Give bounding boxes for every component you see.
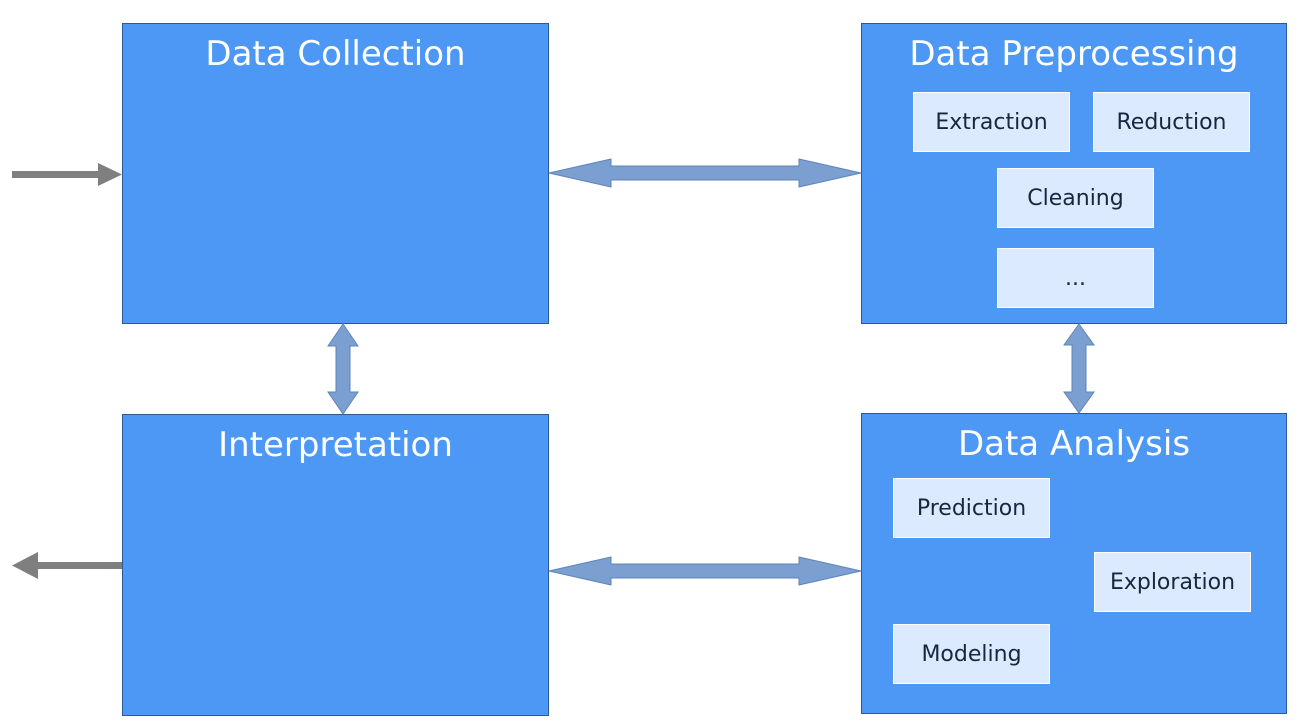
reduction-chip: Reduction — [1093, 92, 1250, 152]
data-analysis-box: Data Analysis Prediction Exploration Mod… — [861, 413, 1287, 714]
interpretation-box: Interpretation — [122, 414, 549, 716]
preprocessing-analysis-connector — [1063, 323, 1095, 414]
extraction-chip: Extraction — [913, 92, 1070, 152]
data-collection-box: Data Collection — [122, 23, 549, 324]
modeling-chip: Modeling — [893, 624, 1050, 684]
output-arrow — [12, 552, 122, 579]
collection-preprocessing-connector — [548, 158, 862, 188]
data-collection-title: Data Collection — [205, 34, 466, 74]
ellipsis-chip: ... — [997, 248, 1154, 308]
data-preprocessing-title: Data Preprocessing — [909, 34, 1239, 74]
cleaning-chip: Cleaning — [997, 168, 1154, 228]
collection-interpretation-connector — [327, 323, 359, 415]
input-arrow — [12, 163, 122, 186]
exploration-chip: Exploration — [1094, 552, 1251, 612]
data-analysis-title: Data Analysis — [957, 424, 1191, 464]
data-preprocessing-box: Data Preprocessing Extraction Reduction … — [861, 23, 1287, 324]
interpretation-analysis-connector — [548, 556, 862, 586]
interpretation-title: Interpretation — [218, 425, 453, 465]
prediction-chip: Prediction — [893, 478, 1050, 538]
